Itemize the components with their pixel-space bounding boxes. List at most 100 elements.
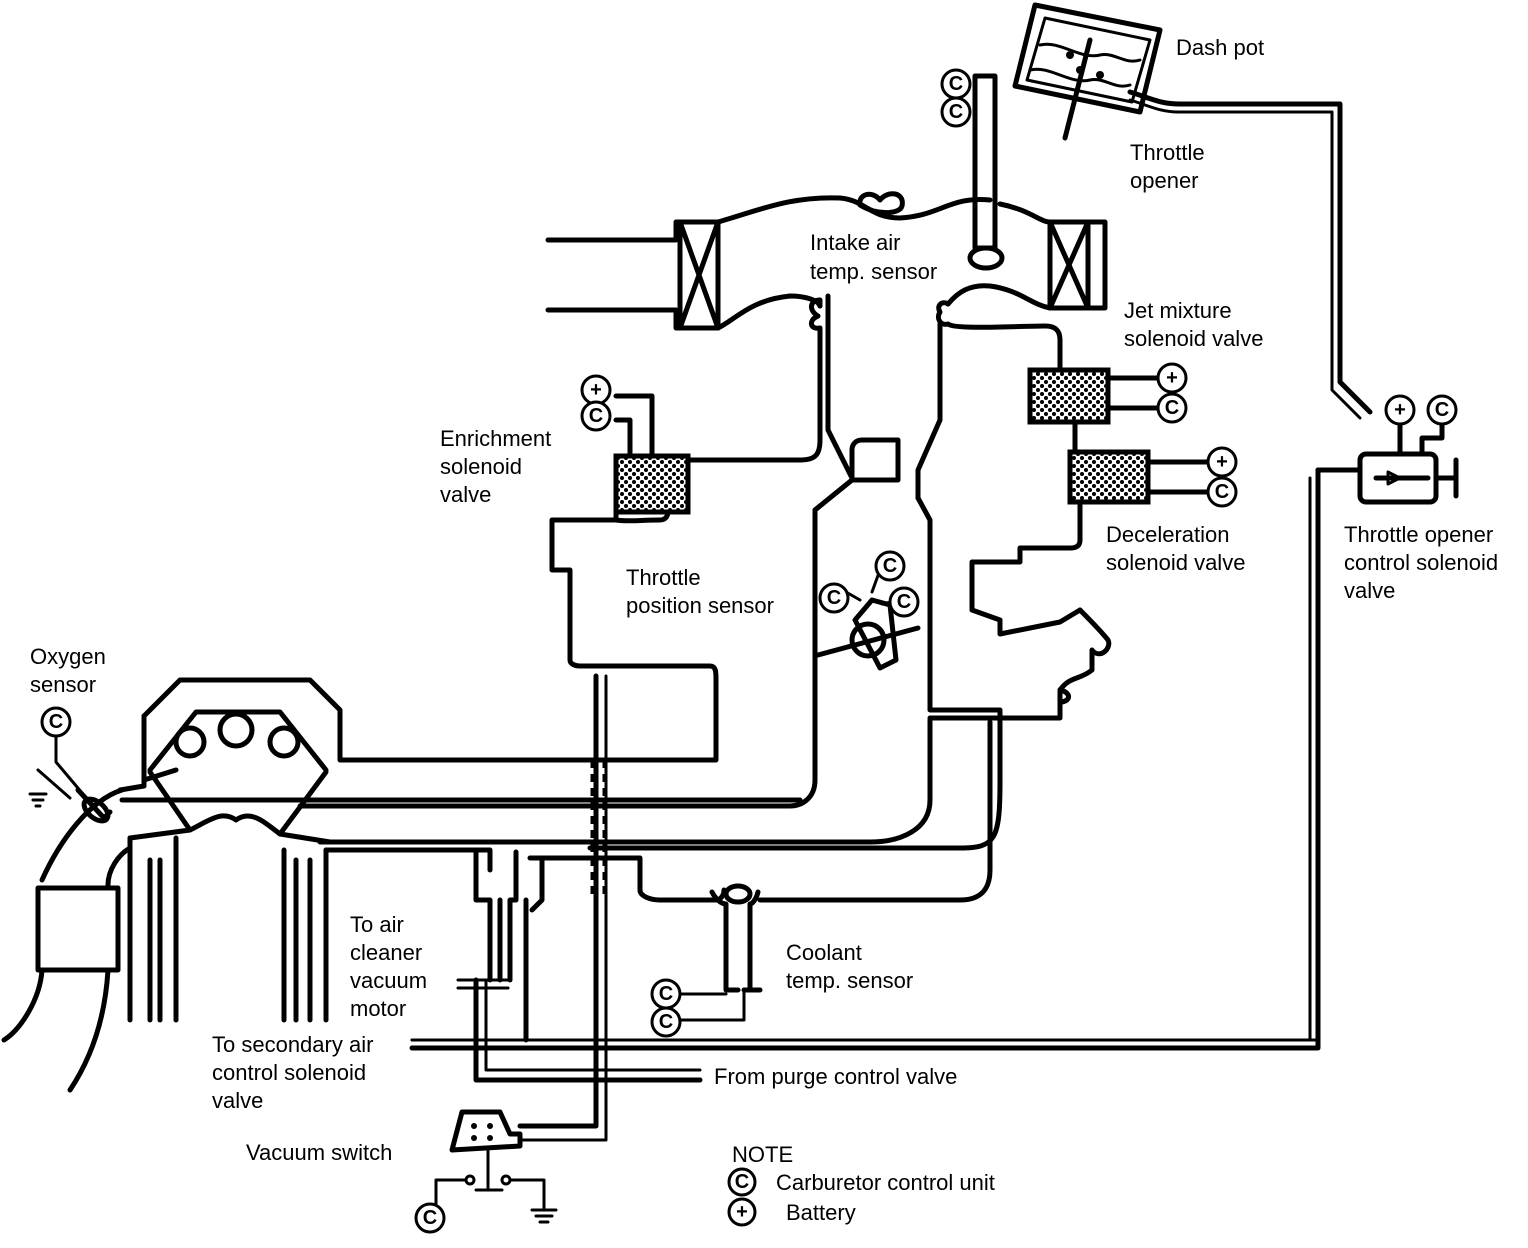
symbol-control-unit-tps-1: C <box>874 550 906 582</box>
symbol-control-unit-iats-1: C <box>940 68 972 100</box>
legend-item-battery: + Battery <box>727 1197 856 1227</box>
label-line: Throttle opener <box>1344 522 1493 547</box>
label-line: control solenoid <box>212 1060 366 1085</box>
control-unit-symbol: C <box>1215 481 1229 503</box>
label-intake-air-temp-sensor: Intake air temp. sensor <box>810 230 937 284</box>
control-unit-symbol: C <box>49 711 63 733</box>
label-enrichment-solenoid-valve: Enrichment solenoid valve <box>440 426 551 507</box>
symbol-control-unit-deceleration: C <box>1206 476 1238 508</box>
label-line: vacuum <box>350 968 427 993</box>
label-line: Coolant <box>786 940 862 965</box>
label-line: motor <box>350 996 406 1021</box>
symbol-battery-throttle-opener: + <box>1384 394 1416 426</box>
battery-symbol: + <box>1216 451 1228 473</box>
control-unit-symbol: C <box>589 405 603 427</box>
control-unit-symbol: C <box>949 101 963 123</box>
control-unit-symbol: C <box>897 591 911 613</box>
label-line: valve <box>212 1088 263 1113</box>
symbol-battery-deceleration: + <box>1206 446 1238 478</box>
label-jet-mixture-solenoid-valve: Jet mixture solenoid valve <box>1124 298 1263 351</box>
vacuum-switch-body <box>434 1109 558 1224</box>
engine-cylinder-head <box>119 709 803 1023</box>
control-unit-symbol: C <box>659 1011 673 1033</box>
carburetor-body <box>297 477 1112 851</box>
label-line: Throttle <box>1130 140 1205 165</box>
symbol-control-unit-enrichment: C <box>580 400 612 432</box>
enrichment-solenoid-valve-body <box>117 393 719 793</box>
jet-mixture-solenoid-valve-body <box>1027 367 1161 425</box>
label-to-secondary-air-control-solenoid-valve: To secondary air control solenoid valve <box>212 1032 373 1113</box>
label-line: cleaner <box>350 940 422 965</box>
label-line: To air <box>350 912 404 937</box>
symbol-control-unit-vacuum-switch: C <box>414 1202 446 1234</box>
control-unit-symbol: C <box>1165 397 1179 419</box>
throttle-opener-control-solenoid-body <box>409 419 1459 1051</box>
manifold-vacuum-ports <box>456 849 727 1043</box>
dash-pot-body <box>1012 2 1373 420</box>
control-unit-symbol: C <box>1435 399 1449 421</box>
label-to-air-cleaner-vacuum-motor: To air cleaner vacuum motor <box>350 912 427 1021</box>
label-line: temp. sensor <box>786 968 913 993</box>
legend-note: NOTE C Carburetor control unit + Battery <box>727 1142 995 1227</box>
legend-label: Carburetor control unit <box>776 1170 995 1195</box>
control-unit-symbol: C <box>949 73 963 95</box>
oxygen-sensor-body <box>28 728 113 824</box>
deceleration-solenoid-valve-body <box>969 449 1211 637</box>
label-throttle-position-sensor: Throttle position sensor <box>626 565 774 618</box>
symbol-control-unit-throttle-opener: C <box>1426 394 1458 426</box>
battery-symbol: + <box>590 379 602 401</box>
control-unit-symbol: C <box>735 1171 749 1193</box>
label-line: temp. sensor <box>810 259 937 284</box>
symbol-battery-enrichment: + <box>580 374 612 406</box>
label-throttle-opener-control-solenoid-valve: Throttle opener control solenoid valve <box>1344 522 1498 603</box>
battery-symbol: + <box>1394 399 1406 421</box>
label-line: sensor <box>30 672 96 697</box>
intake-air-temp-sensor-body <box>857 73 1005 271</box>
label-from-purge-control-valve: From purge control valve <box>714 1064 957 1089</box>
control-unit-symbol: C <box>659 983 673 1005</box>
label-line: opener <box>1130 168 1199 193</box>
label-line: Enrichment <box>440 426 551 451</box>
label-line: control solenoid <box>1344 550 1498 575</box>
label-line: solenoid <box>440 454 522 479</box>
coolant-temp-sensor-body <box>676 719 993 1022</box>
symbol-control-unit-coolant-2: C <box>650 1006 682 1038</box>
exhaust-pipe <box>1 787 133 1093</box>
label-line: position sensor <box>626 593 774 618</box>
symbol-battery-jet-mixture: + <box>1156 362 1188 394</box>
throttle-position-sensor-body <box>815 568 921 671</box>
legend-item-control-unit: C Carburetor control unit <box>727 1167 995 1197</box>
label-vacuum-switch: Vacuum switch <box>246 1140 392 1165</box>
label-dash-pot: Dash pot <box>1176 35 1264 60</box>
label-line: Oxygen <box>30 644 106 669</box>
control-unit-symbol: C <box>883 555 897 577</box>
label-throttle-opener: Throttle opener <box>1130 140 1205 193</box>
legend-label: Battery <box>786 1200 856 1225</box>
label-line: solenoid valve <box>1106 550 1245 575</box>
label-line: valve <box>440 482 491 507</box>
control-unit-symbol: C <box>827 587 841 609</box>
label-line: Jet mixture <box>1124 298 1232 323</box>
symbol-control-unit-jet-mixture: C <box>1156 392 1188 424</box>
symbol-control-unit-coolant-1: C <box>650 978 682 1010</box>
label-line: Throttle <box>626 565 701 590</box>
label-line: To secondary air <box>212 1032 373 1057</box>
label-line: solenoid valve <box>1124 326 1263 351</box>
symbol-control-unit-tps-2: C <box>818 582 850 614</box>
label-line: valve <box>1344 578 1395 603</box>
label-oxygen-sensor: Oxygen sensor <box>30 644 106 697</box>
external-hoses <box>410 673 1320 1142</box>
air-intake-horn <box>545 195 1108 331</box>
symbol-control-unit-iats-2: C <box>940 96 972 128</box>
symbol-control-unit-tps-3: C <box>888 586 920 618</box>
symbol-control-unit-oxygen: C <box>40 706 72 738</box>
label-line: Intake air <box>810 230 901 255</box>
label-line: Deceleration <box>1106 522 1230 547</box>
label-deceleration-solenoid-valve: Deceleration solenoid valve <box>1106 522 1245 575</box>
legend-title: NOTE <box>732 1142 793 1167</box>
vacuum-lines-upper <box>649 293 1078 501</box>
battery-symbol: + <box>736 1201 748 1223</box>
control-unit-symbol: C <box>423 1207 437 1229</box>
label-coolant-temp-sensor: Coolant temp. sensor <box>786 940 913 993</box>
